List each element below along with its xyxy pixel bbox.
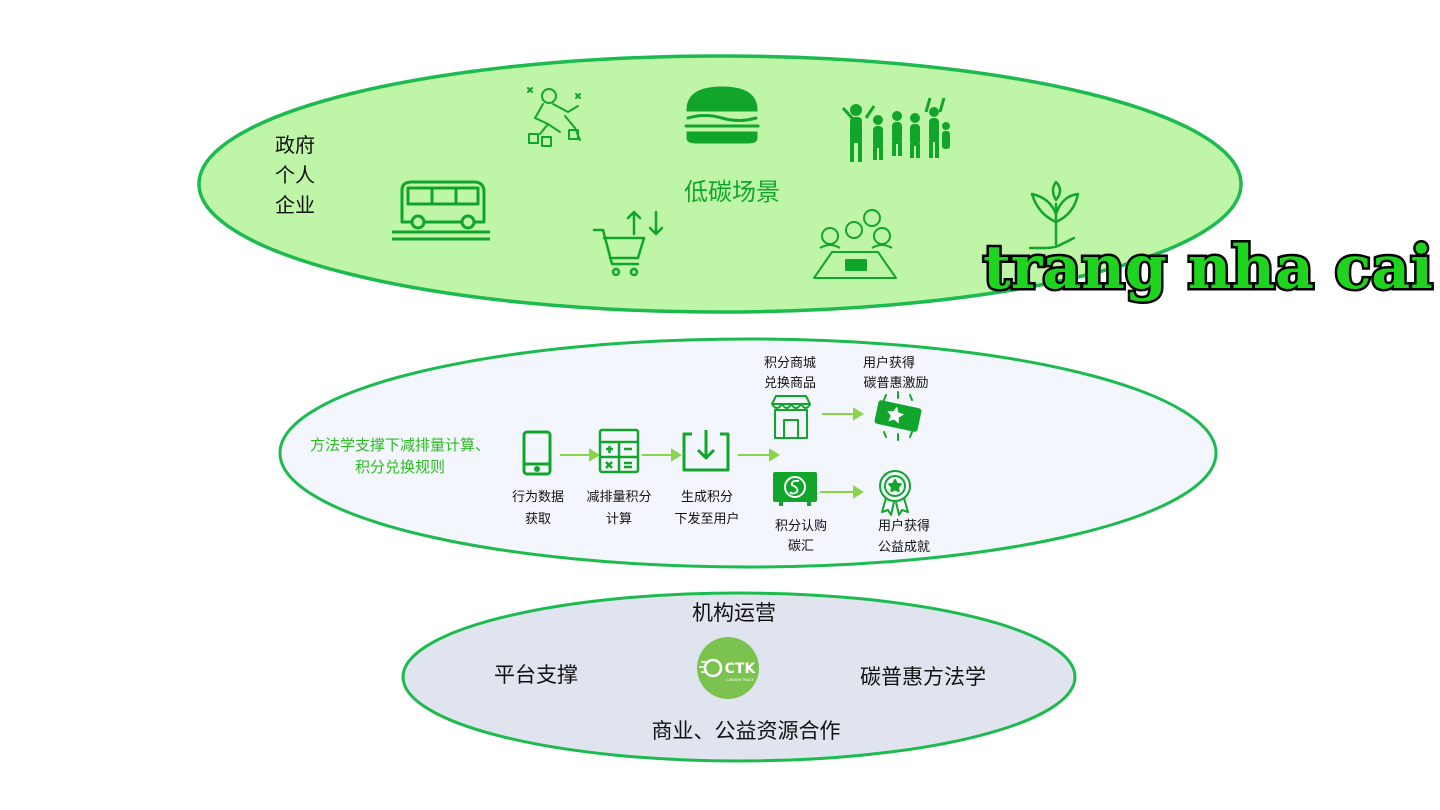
step-3-line2: 下发至用户 — [674, 511, 739, 527]
bus-icon — [392, 180, 490, 241]
resource-cooperation-label: 商业、公益资源合作 — [652, 719, 841, 743]
methodology-label: 碳普惠方法学 — [860, 665, 986, 689]
medal-icon — [879, 470, 911, 516]
logo-text: CTK — [725, 661, 757, 677]
ctk-logo: CTK CARBON TRACK — [697, 637, 759, 699]
logo-subtext: CARBON TRACK — [726, 678, 754, 682]
watermark-text: trang nha cai — [983, 233, 1433, 303]
actor-government: 政府 — [275, 133, 315, 157]
branch-bottom-result-line1: 用户获得 — [878, 518, 930, 534]
step-2-line2: 计算 — [606, 512, 632, 527]
flow-arrow-2 — [642, 448, 682, 462]
process-ellipse — [278, 337, 1218, 569]
low-carbon-scene-ellipse — [197, 54, 1243, 314]
operation-title: 机构运营 — [692, 601, 776, 625]
branch-top-result-line1: 用户获得 — [863, 355, 915, 371]
branch-bottom-arrow — [820, 485, 864, 499]
branch-top-result-line2: 碳普惠激励 — [863, 376, 928, 391]
carbon-sink-icon — [773, 472, 817, 506]
method-text-line1: 方法学支撑下减排量计算、 — [310, 436, 490, 454]
branch-bottom-source-line2: 碳汇 — [788, 539, 814, 554]
hand-plant-icon — [1028, 180, 1080, 250]
calculator-icon — [598, 428, 640, 474]
branch-top-arrow — [822, 407, 864, 421]
branch-top-source-line2: 兑换商品 — [764, 376, 816, 391]
branch-bottom-result-line2: 公益成就 — [878, 540, 930, 555]
method-text-line2: 积分兑换规则 — [355, 458, 445, 476]
download-box-icon — [682, 430, 730, 472]
branch-top-source-line1: 积分商城 — [764, 356, 816, 371]
actor-individual: 个人 — [275, 163, 315, 187]
ticket-star-icon — [874, 391, 922, 441]
meeting-table-icon — [813, 209, 897, 279]
step-1-line2: 获取 — [525, 512, 551, 527]
burger-icon — [684, 86, 760, 144]
branch-bottom-source-line1: 积分认购 — [775, 518, 827, 534]
flow-arrow-3 — [738, 448, 780, 462]
scene-label: 低碳场景 — [684, 178, 780, 206]
crowd-jumping-icon — [841, 97, 950, 162]
step-3-line1: 生成积分 — [681, 490, 733, 505]
smartphone-icon — [522, 430, 552, 476]
platform-support-label: 平台支撑 — [494, 663, 578, 687]
shop-icon — [771, 395, 811, 439]
actor-enterprise: 企业 — [275, 193, 315, 217]
shopping-cart-icon — [592, 210, 664, 277]
step-2-line1: 减排量积分 — [586, 490, 651, 505]
step-1-line1: 行为数据 — [512, 490, 564, 505]
puzzle-worker-icon — [527, 87, 581, 147]
flow-arrow-1 — [560, 448, 600, 462]
